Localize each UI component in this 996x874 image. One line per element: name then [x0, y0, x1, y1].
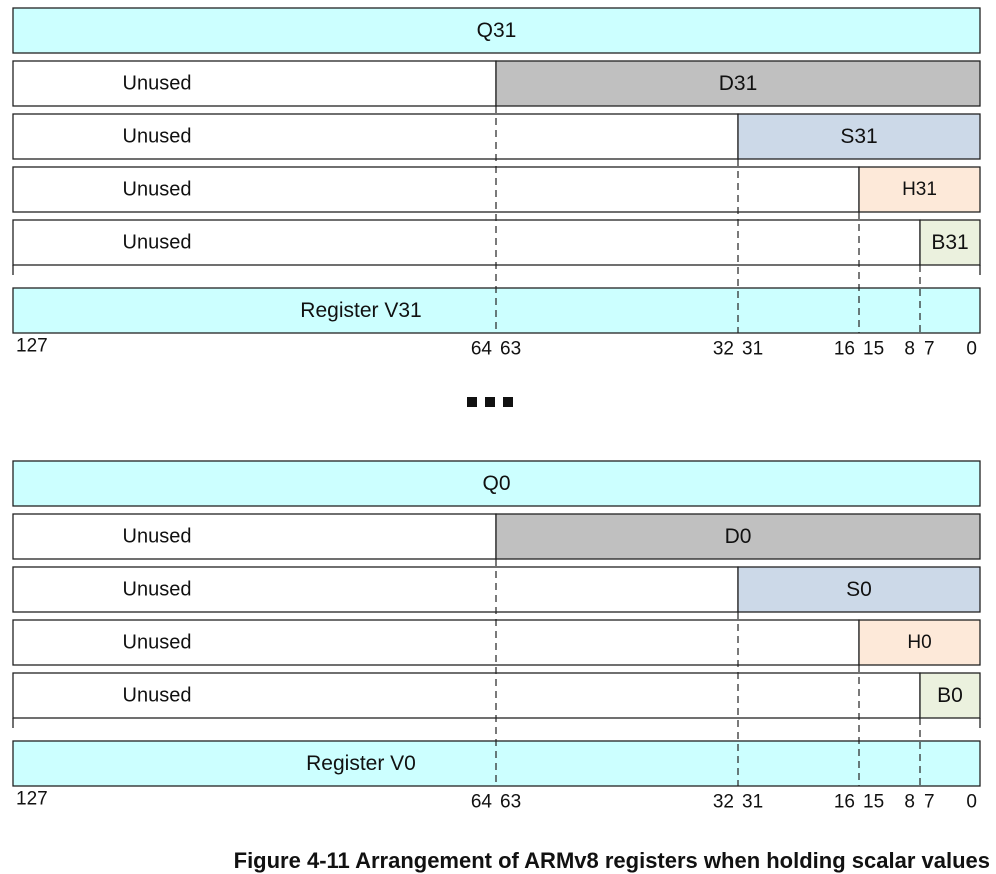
bit-label: 7: [924, 339, 935, 360]
b-register-label: B31: [931, 231, 968, 254]
bit-label: 7: [924, 792, 935, 813]
unused-segment: [12, 60, 497, 107]
bit-label: 16: [834, 339, 855, 360]
s-register-bar: [737, 566, 981, 613]
h-register-bar: [858, 619, 981, 666]
q-register-label: Q0: [482, 472, 510, 495]
s-register-label: S0: [846, 578, 872, 601]
d-register-bar: [495, 513, 981, 560]
bit-label: 64: [471, 792, 493, 813]
unused-label: Unused: [123, 579, 192, 601]
d-register-bar: [495, 60, 981, 107]
bit-label: 31: [742, 339, 763, 360]
bit-label: 0: [966, 792, 977, 813]
bit-label: 32: [713, 792, 734, 813]
d-register-label: D31: [719, 72, 758, 95]
h-register-label: H31: [902, 179, 937, 200]
bit-label: 31: [742, 792, 763, 813]
h-register-bar: [858, 166, 981, 213]
unused-label: Unused: [123, 526, 192, 548]
bit-label: 16: [834, 792, 855, 813]
unused-segment: [12, 219, 921, 266]
bit-label: 15: [863, 792, 884, 813]
bit-label: 15: [863, 339, 884, 360]
unused-segment: [12, 513, 497, 560]
figure-caption: Figure 4-11 Arrangement of ARMv8 registe…: [233, 848, 990, 873]
bit-label: 63: [500, 792, 521, 813]
d-register-label: D0: [725, 525, 752, 548]
unused-label: Unused: [123, 126, 192, 148]
unused-label: Unused: [123, 73, 192, 95]
bit-label: 8: [904, 792, 915, 813]
unused-label: Unused: [123, 179, 192, 201]
unused-label: Unused: [123, 232, 192, 254]
b-register-label: B0: [937, 684, 963, 707]
unused-label: Unused: [123, 685, 192, 707]
v-register-label: Register V0: [306, 752, 416, 775]
h-register-label: H0: [907, 632, 931, 653]
s-register-label: S31: [840, 125, 877, 148]
ellipsis-dot: [503, 397, 513, 407]
bit-label: 8: [904, 339, 915, 360]
bit-label: 32: [713, 339, 734, 360]
unused-segment: [12, 166, 860, 213]
unused-label: Unused: [123, 632, 192, 654]
s-register-bar: [737, 113, 981, 160]
q-register-label: Q31: [477, 19, 517, 42]
bit-label: 64: [471, 339, 493, 360]
bit-label: 0: [966, 339, 977, 360]
q-register-bar: [12, 7, 981, 54]
ellipsis-dot: [467, 397, 477, 407]
unused-segment: [12, 672, 921, 719]
bit-label: 63: [500, 339, 521, 360]
bit-label: 127: [16, 789, 48, 810]
unused-segment: [12, 113, 739, 160]
ellipsis-dot: [485, 397, 495, 407]
bit-label: 127: [16, 336, 48, 357]
unused-segment: [12, 566, 739, 613]
b-register-bar: [919, 672, 981, 719]
q-register-bar: [12, 460, 981, 507]
v-register-label: Register V31: [300, 299, 421, 322]
ellipsis-separator: [467, 397, 513, 407]
b-register-bar: [919, 219, 981, 266]
